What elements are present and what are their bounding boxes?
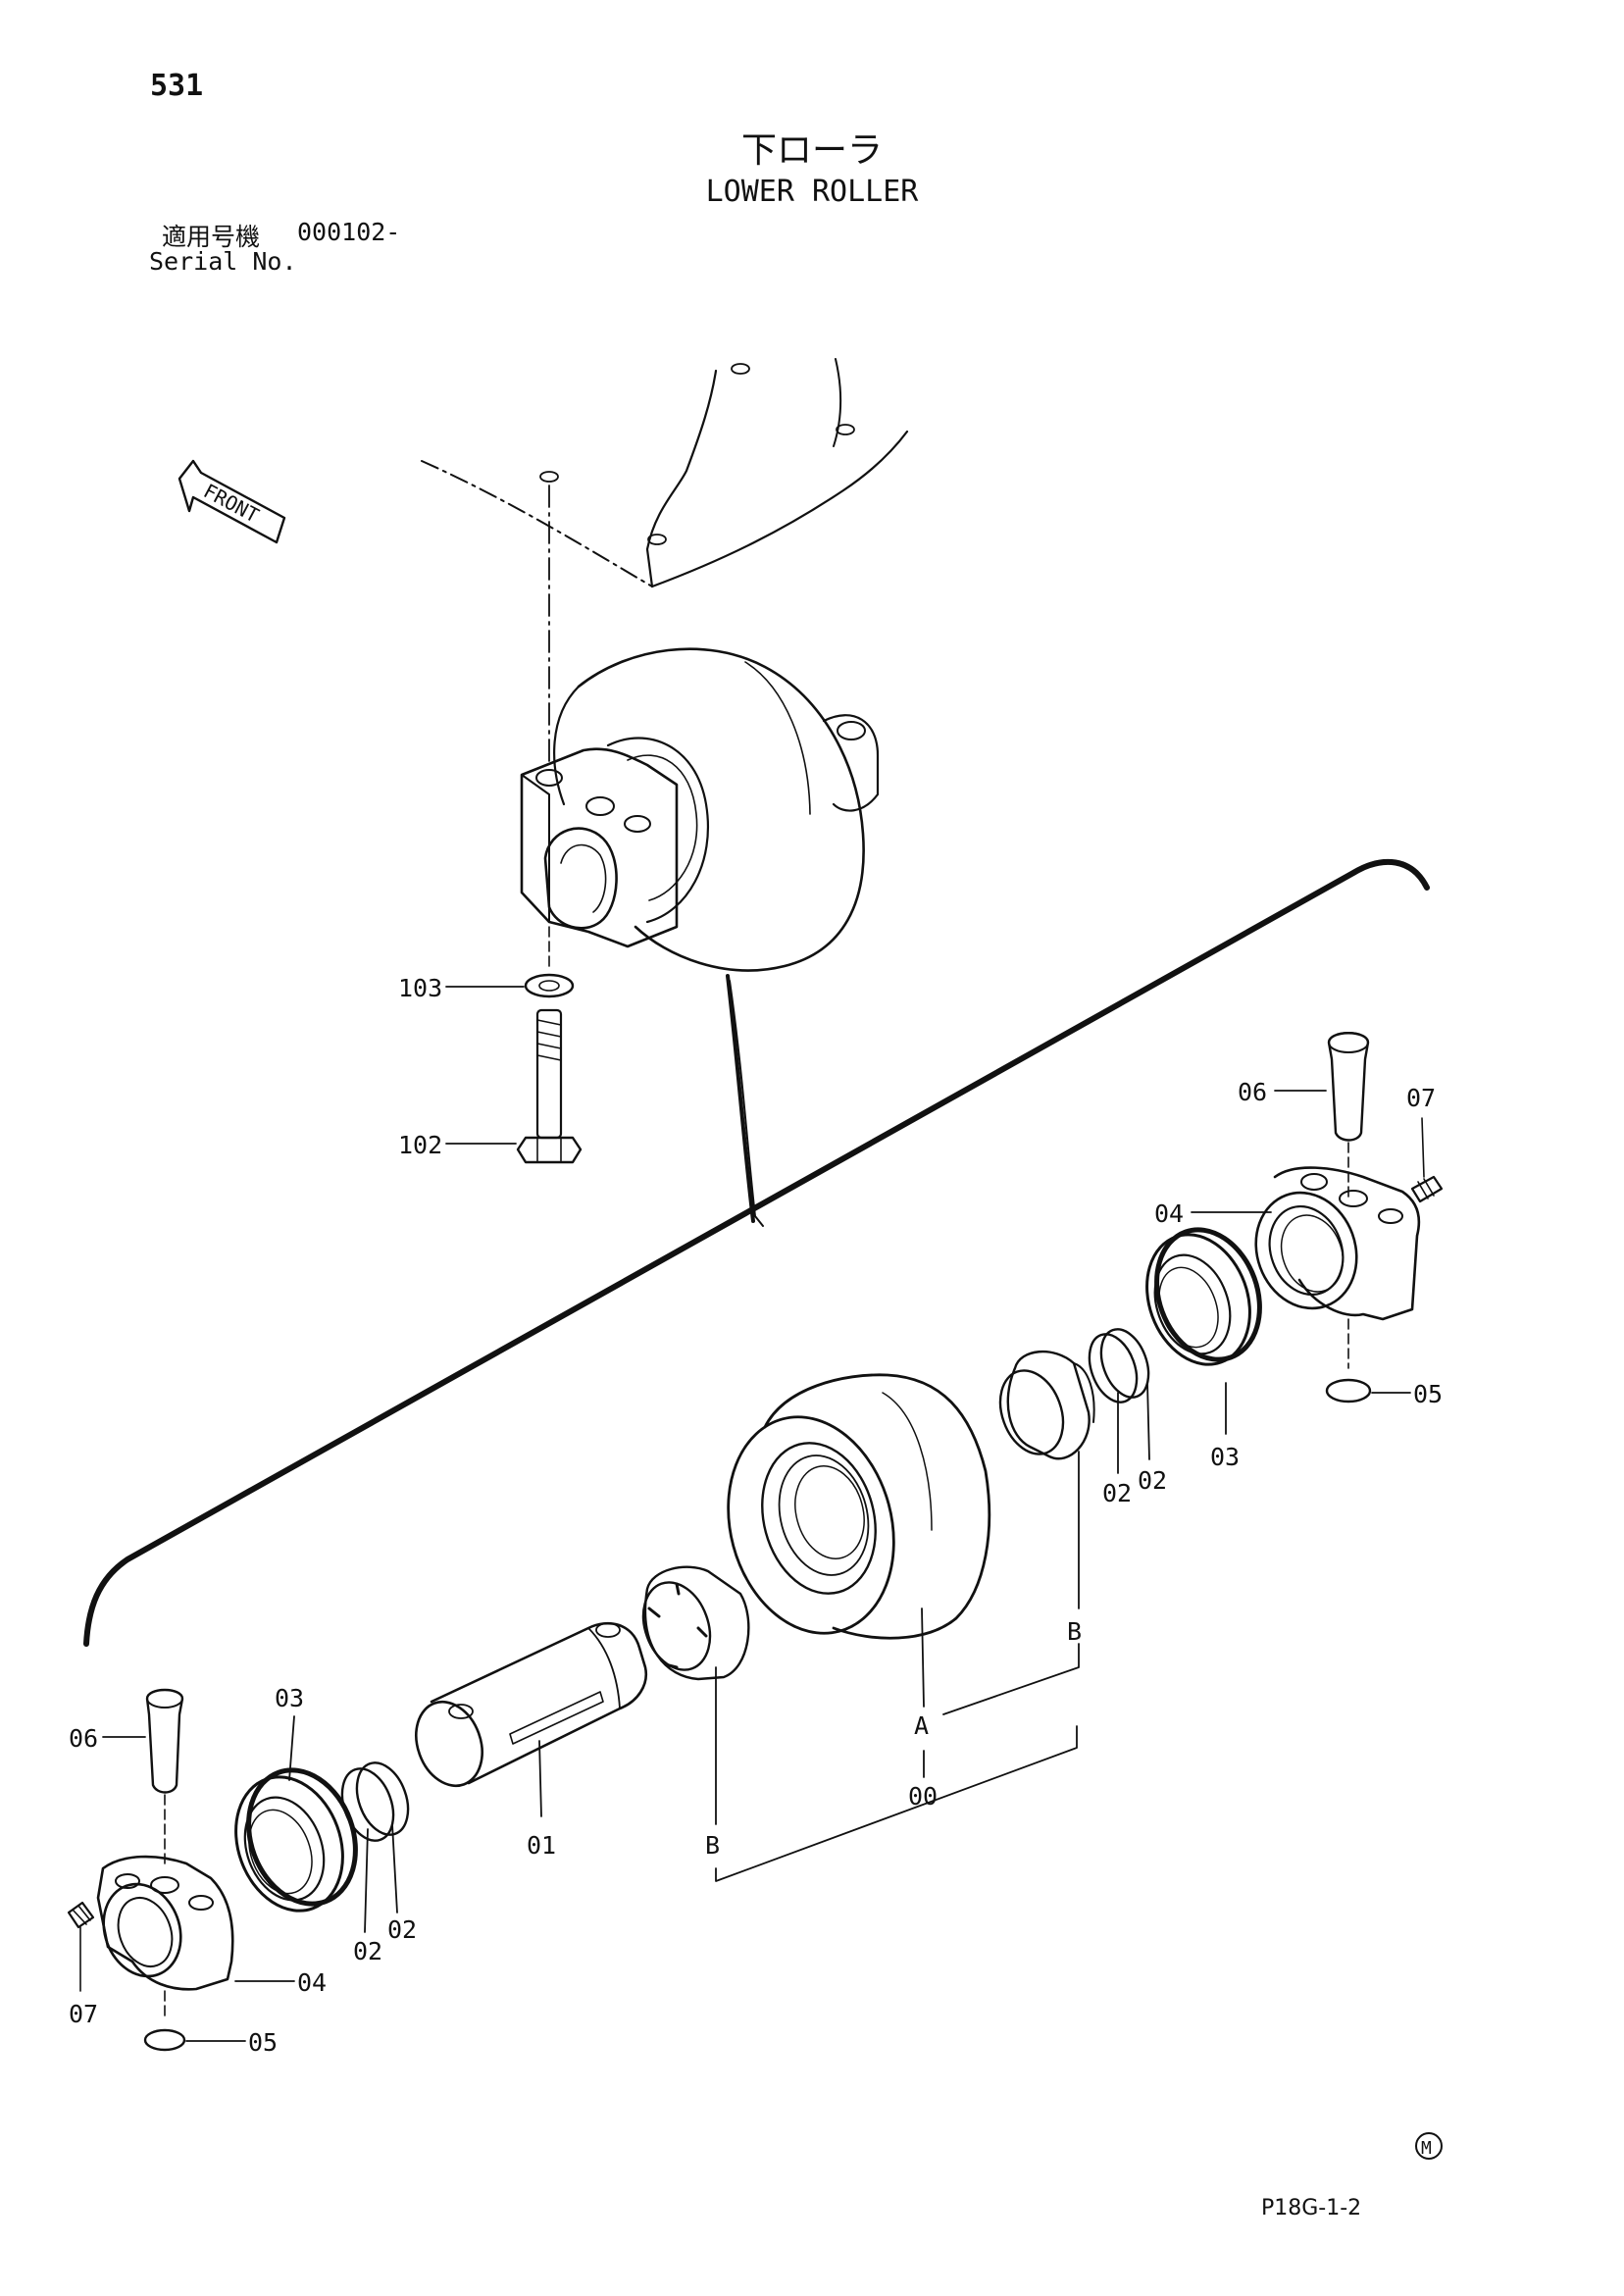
callout-06-left: 06 (69, 1724, 98, 1753)
serial-label-english: Serial No. (149, 247, 297, 276)
floating-seal-03-left (234, 1767, 358, 1913)
leader-lines (102, 986, 1411, 2042)
bushing-b-left (641, 1565, 750, 1681)
callout-07-right: 07 (1406, 1084, 1436, 1112)
floating-seal-03-right (1145, 1227, 1262, 1366)
callout-02-right-b: 02 (1138, 1466, 1167, 1495)
callout-02-right-a: 02 (1102, 1479, 1132, 1507)
callout-b-upper: B (1067, 1617, 1082, 1646)
collar-04-left (96, 1855, 234, 2021)
callout-103: 103 (398, 974, 442, 1002)
callout-02-left-b: 02 (387, 1915, 417, 1944)
assembled-roller (520, 647, 880, 972)
collar-04-right (1254, 1166, 1421, 1369)
serial-label-japanese: 適用号機 (162, 223, 261, 251)
roller-shell-a (727, 1373, 991, 1640)
exploded-group-bracket (83, 858, 1430, 1647)
callout-07-left: 07 (69, 2000, 98, 2028)
bolt-102 (516, 1008, 583, 1164)
grease-fitting-07-right (1410, 1117, 1444, 1203)
plug-05-left (143, 2028, 186, 2052)
diagram-code: P18G-1-2 (1261, 2196, 1362, 2220)
callout-00: 00 (908, 1782, 938, 1811)
callout-04-right: 04 (1154, 1199, 1184, 1228)
maker-mark-icon: M (1415, 2132, 1443, 2160)
title-japanese: 下ローラ (740, 130, 883, 171)
arrow-front-icon: FRONT (178, 459, 286, 544)
o-rings-02-left (340, 1761, 410, 1842)
callout-01: 01 (527, 1831, 556, 1860)
page-number: 531 (150, 69, 204, 103)
title-english: LOWER ROLLER (705, 175, 919, 209)
grease-fitting-07-left (67, 1901, 95, 1992)
callout-05-right: 05 (1413, 1380, 1443, 1408)
track-frame (421, 358, 909, 766)
callout-05-left: 05 (248, 2028, 278, 2057)
callout-02-left-a: 02 (353, 1937, 382, 1965)
callout-b-lower: B (705, 1831, 720, 1860)
serial-range: 000102- (297, 218, 401, 246)
callout-a: A (914, 1711, 929, 1740)
callout-04-left: 04 (297, 1968, 327, 1997)
callout-06-right: 06 (1238, 1078, 1267, 1106)
shaft-01 (415, 1621, 648, 1788)
bushing-b-right (998, 1351, 1095, 1460)
callout-102: 102 (398, 1131, 442, 1159)
maker-mark-letter: M (1421, 2138, 1432, 2159)
pin-06-left (145, 1688, 184, 1869)
callout-03-right: 03 (1210, 1443, 1240, 1471)
callout-03-left: 03 (275, 1684, 304, 1712)
washer-103 (524, 973, 575, 998)
front-label: FRONT (200, 479, 263, 527)
o-rings-02-right (1088, 1328, 1150, 1403)
plug-05-right (1325, 1378, 1372, 1403)
